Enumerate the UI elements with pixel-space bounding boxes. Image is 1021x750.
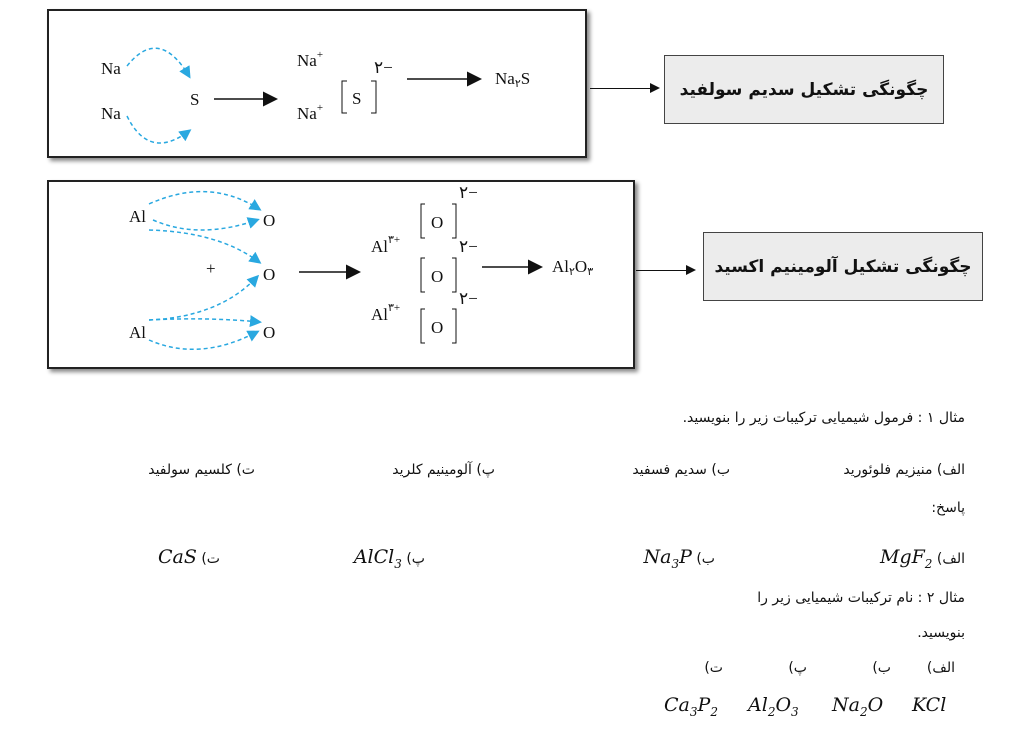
example2-formula: Al2O3 — [748, 694, 799, 719]
product-formula: Na۲S — [495, 69, 530, 90]
aluminium-ion: Al۳+ — [371, 302, 400, 324]
oxygen-atom: O — [263, 265, 275, 284]
electron-transfer-arrows — [148, 190, 262, 351]
electron-transfer-arrow — [126, 115, 192, 144]
answer-label: پاسخ: — [931, 500, 965, 516]
ion-charge: ۲− — [459, 289, 478, 308]
oxygen-atom: O — [263, 211, 275, 230]
plus-sign: + — [206, 259, 216, 278]
sulfur-atom: S — [190, 90, 199, 109]
sodium-sulfide-diagram: Na Na S Na+ Na+ S ۲− Na۲S — [47, 9, 587, 158]
example2-tag: الف) — [926, 660, 955, 676]
answer-item: ب) Na3P — [643, 546, 716, 571]
ion-charge: ۲− — [374, 58, 393, 77]
example2-title: مثال ۲ : نام ترکیبات شیمیایی زیر را — [757, 590, 965, 606]
electron-transfer-arrow — [126, 47, 191, 79]
sodium-sulfide-label: چگونگی تشکیل سدیم سولفید — [664, 55, 944, 124]
example1-item: ب) سدیم فسفید — [632, 462, 730, 478]
answer-item: ت) CaS — [158, 546, 220, 568]
answer-item: پ) AlCl3 — [353, 546, 425, 571]
aluminium-oxide-label: چگونگی تشکیل آلومینیم اکسید — [703, 232, 983, 301]
aluminium-oxide-svg: Al Al O O O + Al۳+ Al۳+ O O O ۲− ۲− ۲− A… — [129, 183, 593, 351]
ion-charge: ۲− — [459, 183, 478, 202]
sodium-sulfide-svg: Na Na S Na+ Na+ S ۲− Na۲S — [101, 47, 530, 144]
example2-title: بنویسید. — [917, 625, 965, 641]
example1-title: مثال ۱ : فرمول شیمیایی ترکیبات زیر را بن… — [682, 410, 965, 426]
aluminium-atom: Al — [129, 207, 146, 226]
sodium-atom: Na — [101, 59, 121, 78]
aluminium-ion: Al۳+ — [371, 234, 400, 256]
product-formula: Al۲O۳ — [552, 257, 593, 278]
example2-formula: Ca3P2 — [664, 694, 718, 719]
connector-arrow — [636, 265, 696, 275]
example2-tag: ت) — [704, 660, 723, 676]
example1-item: الف) منیزیم فلوئورید — [843, 462, 965, 478]
example2-tag: ب) — [872, 660, 891, 676]
ion-charge: ۲− — [459, 237, 478, 256]
connector-arrow — [590, 83, 660, 93]
aluminium-oxide-diagram: Al Al O O O + Al۳+ Al۳+ O O O ۲− ۲− ۲− A… — [47, 180, 635, 369]
example2-formula: Na2O — [832, 694, 884, 719]
answer-item: الف) MgF2 — [879, 546, 965, 571]
example2-tag: پ) — [788, 660, 807, 676]
oxygen-atom: O — [263, 323, 275, 342]
sodium-ion: Na+ — [297, 102, 323, 123]
example1-item: ت) کلسیم سولفید — [148, 462, 255, 478]
example1-item: پ) آلومینیم کلرید — [392, 462, 495, 478]
sulfide-ion: S — [352, 89, 361, 108]
oxide-ion: O — [431, 213, 443, 232]
sodium-ion: Na+ — [297, 49, 323, 70]
aluminium-atom: Al — [129, 323, 146, 342]
example2-formula: KCl — [912, 694, 947, 716]
oxide-ion: O — [431, 267, 443, 286]
oxide-ion: O — [431, 318, 443, 337]
sodium-atom: Na — [101, 104, 121, 123]
